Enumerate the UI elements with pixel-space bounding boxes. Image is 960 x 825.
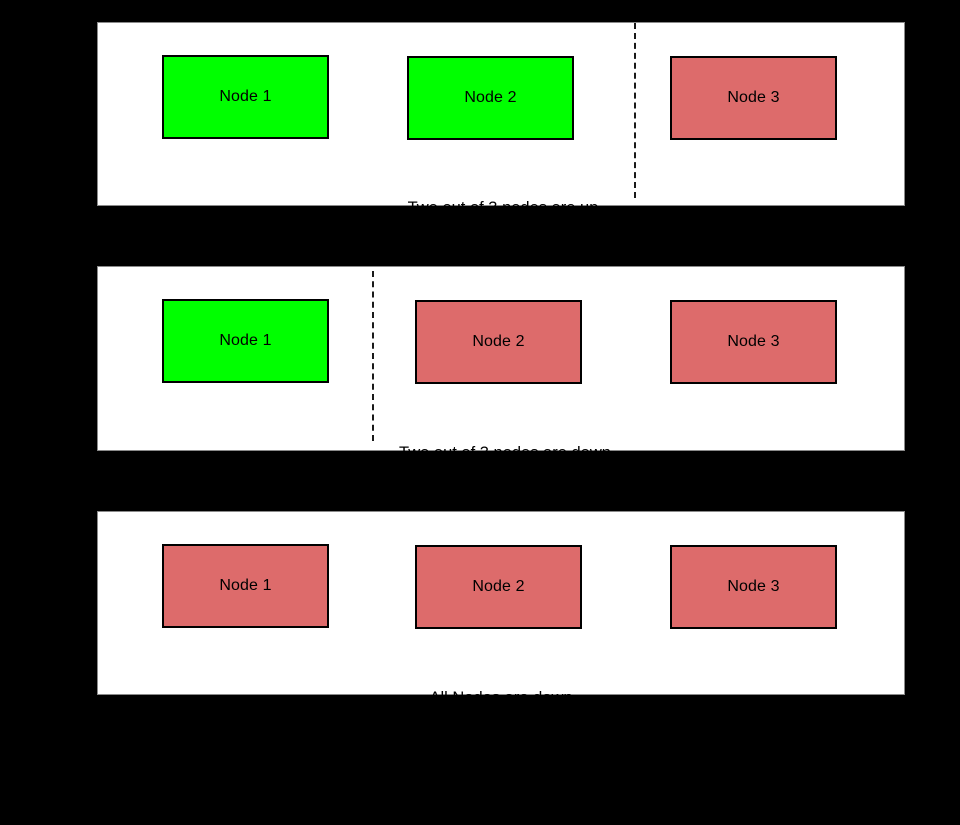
node-box-panel2-node2: Node 2: [415, 300, 582, 384]
panel3-caption: All Nodes are down Majority Fails & Clus…: [276, 641, 726, 825]
node-label: Node 3: [727, 578, 780, 595]
node-label: Node 3: [727, 333, 780, 350]
caption-line-2: Majority Fails & Cluster Stops: [392, 758, 610, 776]
partition-divider-panel2: [372, 271, 374, 441]
caption-line-1: Two out of 3 nodes are up: [407, 199, 599, 217]
node-label: Node 1: [219, 88, 272, 105]
caption-line-1: All Nodes are down: [429, 689, 573, 707]
panel-two-up: Node 1 Node 2 Node 3 Two out of 3 nodes …: [97, 22, 905, 286]
node-label: Node 2: [464, 89, 517, 106]
node-box-panel1-node3: Node 3: [670, 56, 837, 140]
diagram-canvas: Node 1 Node 2 Node 3 Two out of 3 nodes …: [97, 22, 905, 776]
node-box-panel2-node3: Node 3: [670, 300, 837, 384]
node-label: Node 3: [727, 89, 780, 106]
partition-divider-panel1: [634, 23, 636, 198]
panel-all-down: Node 1 Node 2 Node 3 All Nodes are down …: [97, 511, 905, 776]
node-label: Node 2: [472, 578, 525, 595]
panel-two-down: Node 1 Node 2 Node 3 Two out of 3 nodes …: [97, 266, 905, 531]
node-label: Node 1: [219, 332, 272, 349]
node-box-panel1-node1: Node 1: [162, 55, 329, 139]
node-label: Node 2: [472, 333, 525, 350]
node-box-panel3-node1: Node 1: [162, 544, 329, 628]
node-box-panel1-node2: Node 2: [407, 56, 574, 140]
node-box-panel3-node3: Node 3: [670, 545, 837, 629]
node-label: Node 1: [219, 577, 272, 594]
caption-line-1: Two out of 3 nodes are down: [399, 444, 611, 462]
node-box-panel2-node1: Node 1: [162, 299, 329, 383]
node-box-panel3-node2: Node 2: [415, 545, 582, 629]
